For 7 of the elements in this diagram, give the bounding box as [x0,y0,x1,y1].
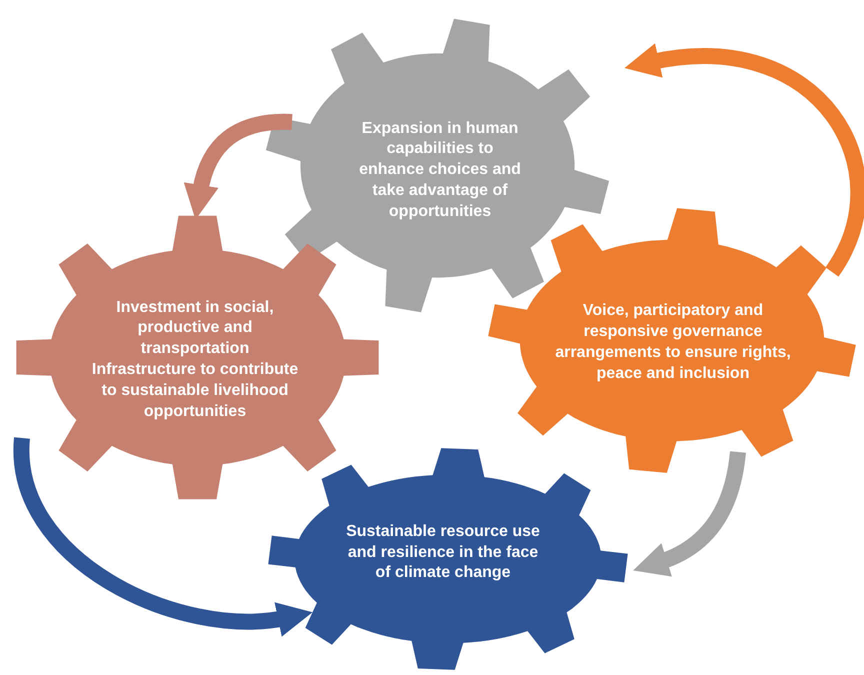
curved-arrow [634,451,746,576]
curved-arrow [624,44,864,276]
gear-label: Voice, participatory and responsive governance arrangements to ensure rights, peace and inclusion [554,301,792,384]
gear-label: Investment in social, productive and transportation Infrastructure to contribute to sustainable livelihood opportunities [90,298,300,422]
curved-arrow [14,438,313,636]
gear-label: Sustainable resource use and resilience in the face of climate change [345,522,541,584]
gear-label: Expansion in human capabilities to enhance choices and take advantage of opportunities [358,118,522,222]
